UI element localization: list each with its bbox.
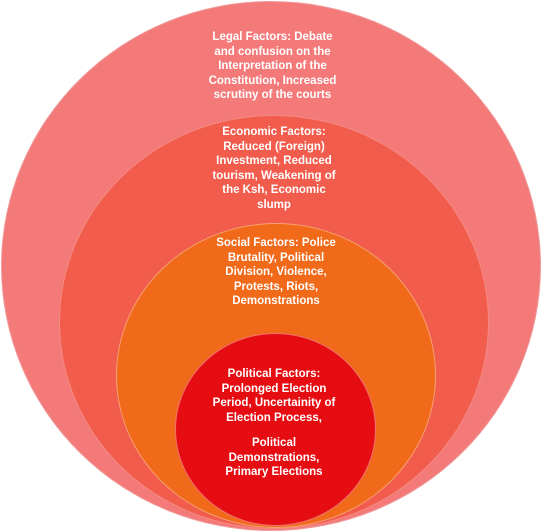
political-factors-label: Political Factors: Prolonged Election Pe… [212, 368, 336, 424]
political-factors-ring [175, 333, 376, 526]
political-factors-label-continued: Political Demonstrations, Primary Electi… [225, 437, 323, 479]
legal-factors-label: Legal Factors: Debate and confusion on t… [208, 31, 337, 102]
economic-factors-label: Economic Factors: Reduced (Foreign) Inve… [212, 126, 336, 211]
social-factors-label: Social Factors: Police Brutality, Politi… [216, 237, 336, 308]
